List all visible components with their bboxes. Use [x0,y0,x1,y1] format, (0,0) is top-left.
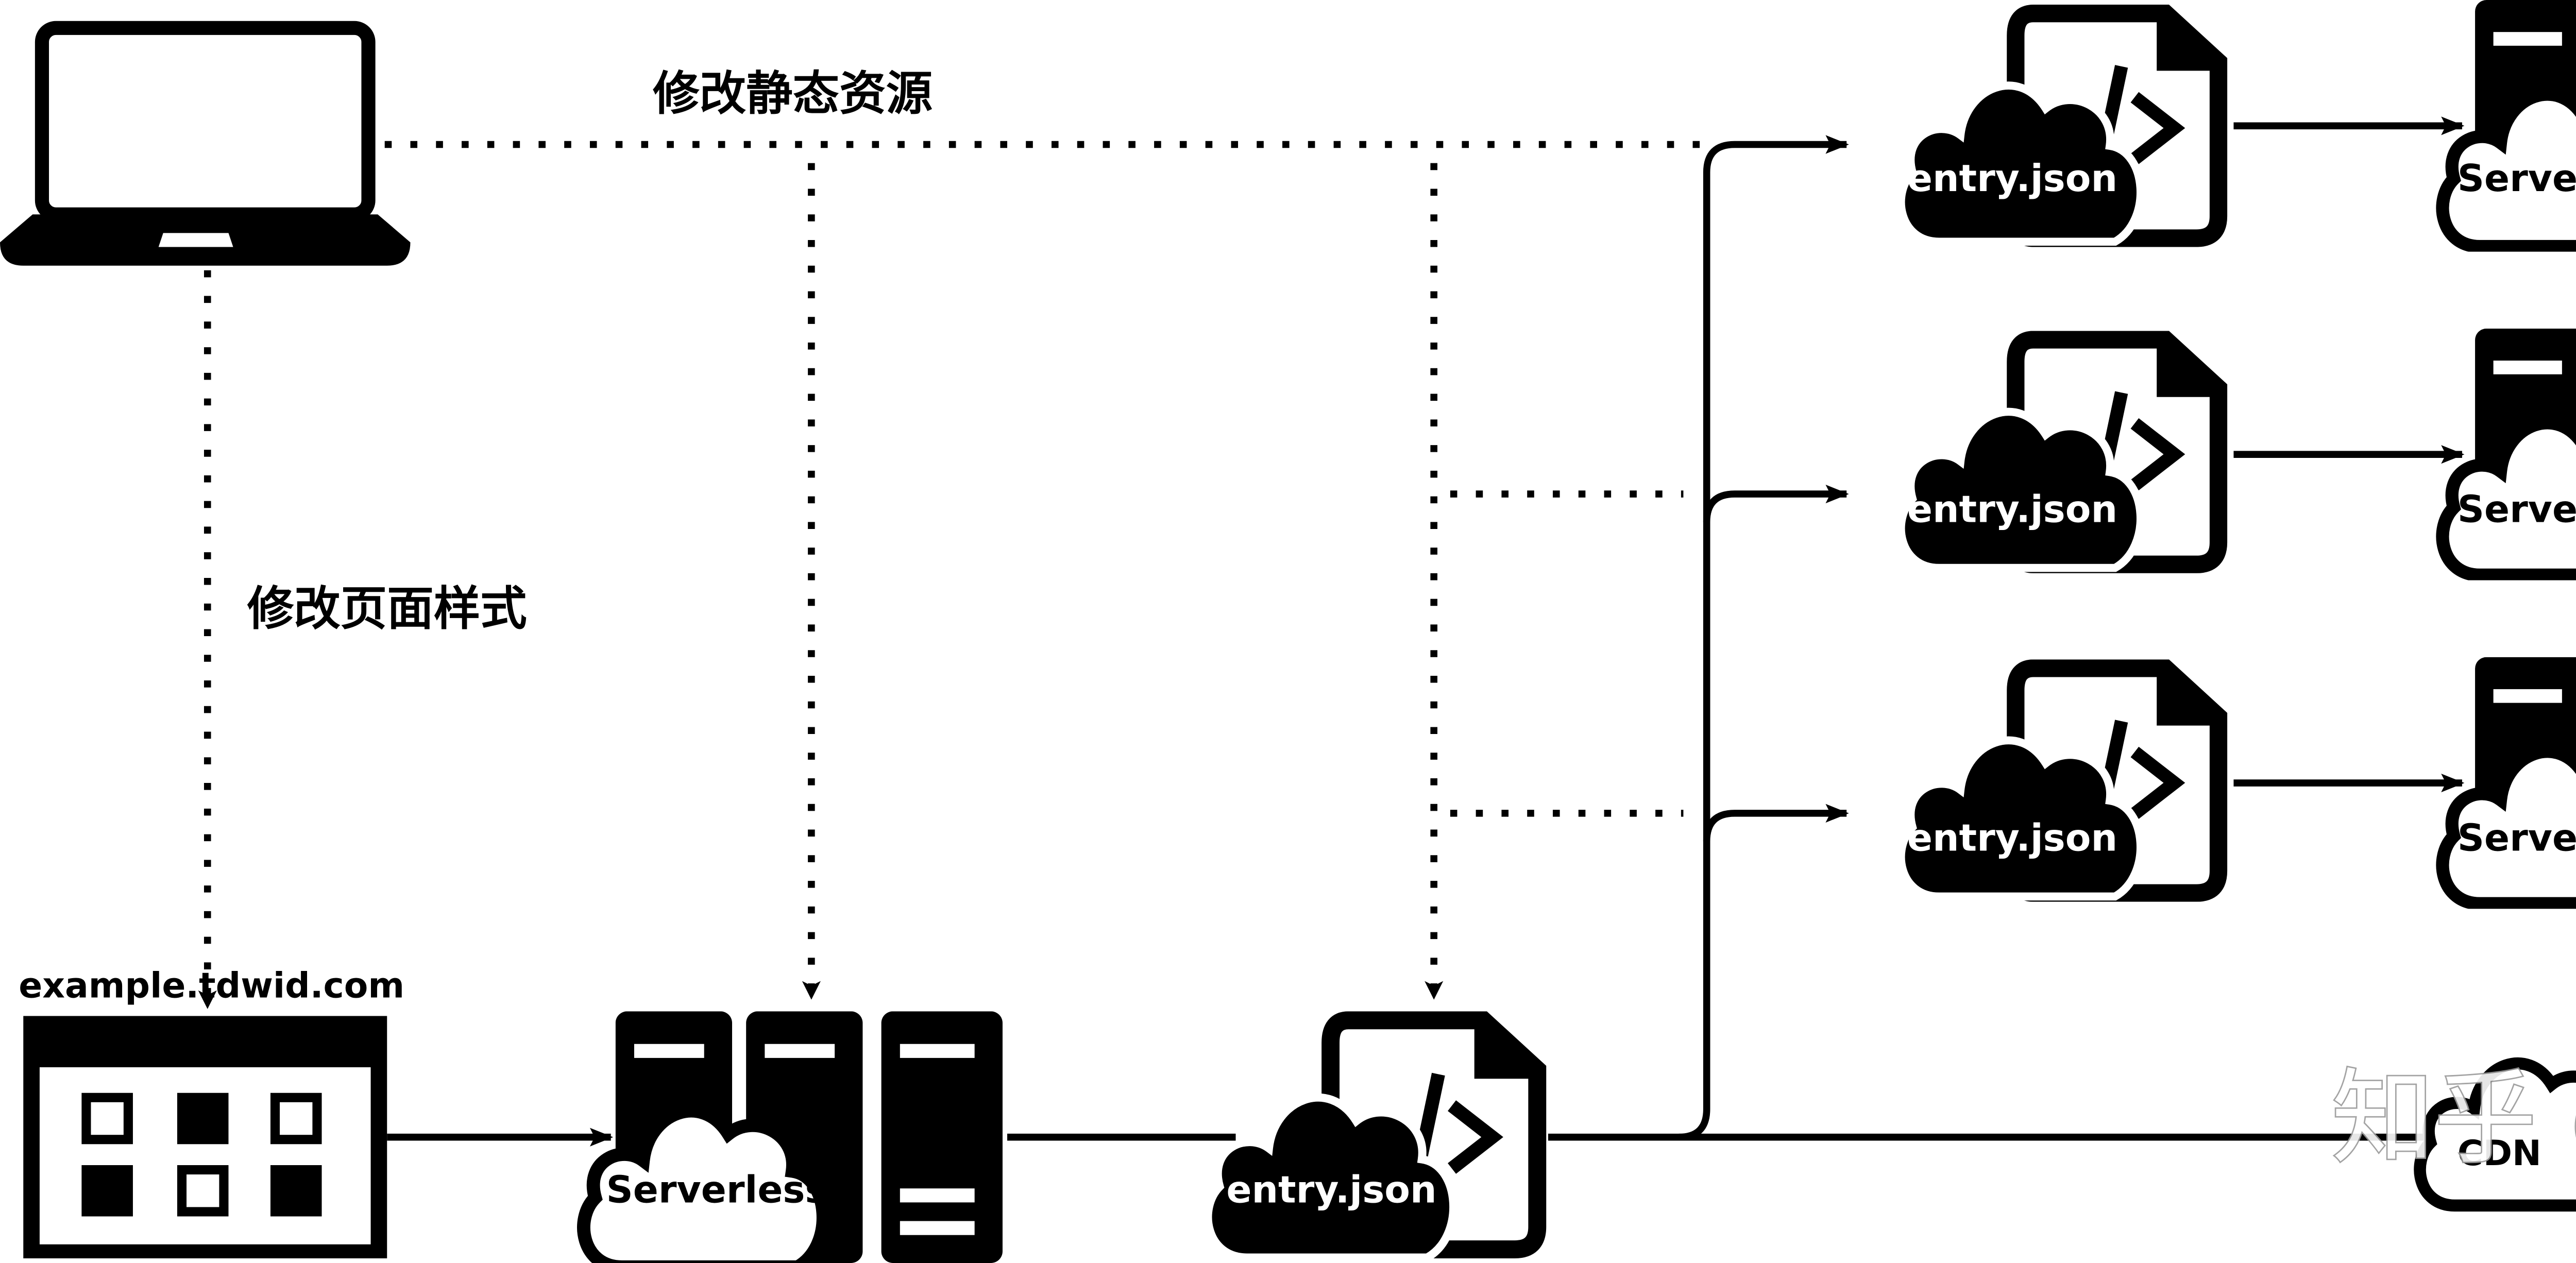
cdn-server-icon: CDN [2420,969,2576,1221]
serverless-label: Serverless [2458,157,2576,200]
entry-main-label: entry.json [1226,1168,1436,1211]
serverless-main: Serverless [584,1011,1003,1263]
dotted-connectors [198,141,1714,1009]
entry-row-2: entry.json [1901,340,2218,568]
serverless-label: Serverless [2458,488,2576,531]
entry-label: entry.json [1907,488,2117,531]
modify-style-label: 修改页面样式 [247,582,527,636]
serverless-row-2: Serverless [2443,328,2576,576]
serverless-main-label: Serverless [606,1168,827,1211]
serverless-row-3: Serverless [2443,657,2576,904]
cdn-label: CDN [2458,1133,2541,1174]
entry-label: entry.json [1907,157,2117,200]
entry-label: entry.json [1907,816,2117,860]
laptop-icon [0,21,411,266]
entry-row-1: entry.json [1901,13,2218,242]
solid-connectors [387,116,2465,1147]
entry-main: entry.json [1208,1020,1537,1258]
serverless-row-1: Serverless [2443,0,2576,247]
entry-row-3: entry.json [1901,668,2218,896]
watermark: 知乎 @LikeDreamwalker [2332,1058,2576,1177]
domain-label: example.tdwid.com [19,965,404,1006]
serverless-label: Serverless [2458,816,2576,860]
browser-window-icon [23,1016,387,1258]
modify-static-label: 修改静态资源 [653,67,933,121]
